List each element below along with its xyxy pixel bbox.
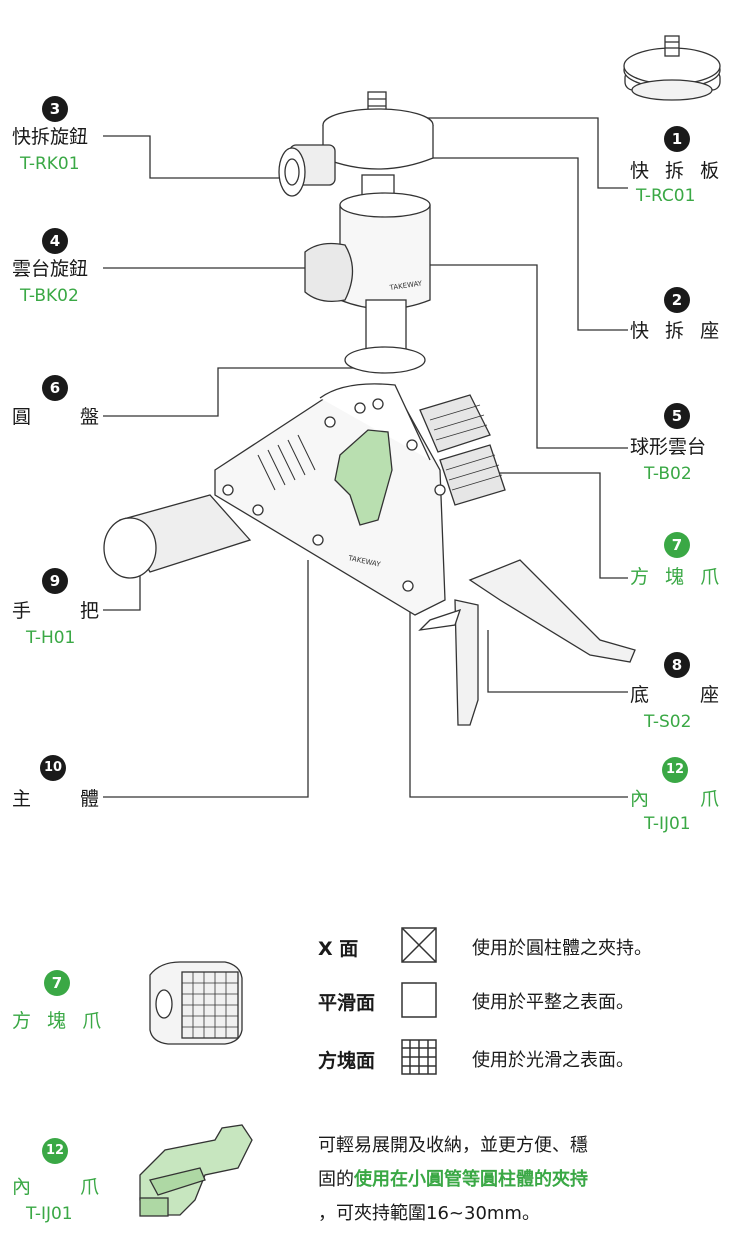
- part-number-8: 8: [664, 652, 690, 678]
- part-name-base-right: 座: [700, 684, 720, 706]
- face-desc-grid: 使用於光滑之表面。: [472, 1050, 634, 1071]
- part-number-10: 10: [40, 755, 66, 781]
- x-face-icon: [401, 927, 437, 963]
- part-code-5: T-B02: [644, 464, 692, 484]
- part-name-handle-right: 把: [80, 600, 100, 622]
- leader-line-8: [487, 630, 628, 693]
- face-desc-flat: 使用於平整之表面。: [472, 992, 634, 1013]
- grid-face-icon: [401, 1039, 437, 1075]
- part-name-square-jaw: 方 塊 爪: [630, 566, 725, 588]
- part-name-inner-jaw-left: 內: [630, 788, 650, 810]
- part-code-12: T-IJ01: [644, 814, 691, 834]
- part-number-4: 4: [42, 228, 68, 254]
- part-code-4: T-BK02: [20, 286, 79, 306]
- part-name-quick-release-plate: 快 拆 板: [630, 160, 725, 182]
- bottom-jaw7-name: 方 塊 爪: [12, 1010, 107, 1032]
- part-name-main-body-right: 體: [80, 788, 100, 810]
- part-code-3: T-RK01: [20, 154, 80, 174]
- part-number-6: 6: [42, 375, 68, 401]
- clamp-body-drawing: [103, 383, 636, 726]
- part-code-9: T-H01: [26, 628, 76, 648]
- flat-face-icon: [401, 982, 437, 1018]
- bottom-jaw7-number: 7: [44, 970, 70, 996]
- face-label-grid: 方塊面: [318, 1050, 376, 1072]
- part-name-quick-release-base: 快 拆 座: [630, 320, 725, 342]
- part-name-main-body-left: 主: [12, 788, 32, 810]
- face-label-x: X 面: [318, 938, 359, 960]
- note-line-2-highlight: 使用在小圓管等圓柱體的夾持: [354, 1169, 588, 1190]
- note-line-2-plain: 固的: [318, 1169, 354, 1190]
- leader-line-5: [420, 264, 628, 449]
- part-name-pan-knob: 雲台旋鈕: [12, 258, 89, 280]
- part-name-disc-left: 圓: [12, 406, 32, 428]
- inner-jaw-drawing: [139, 1124, 253, 1217]
- part-code-1: T-RC01: [636, 186, 696, 206]
- note-line-2: 固的使用在小圓管等圓柱體的夾持: [318, 1164, 588, 1196]
- part-name-inner-jaw-right: 爪: [700, 788, 720, 810]
- bottom-jaw12-name-left: 內: [12, 1176, 32, 1198]
- leader-line-7: [487, 472, 628, 579]
- note-line-3: ，可夾持範圍16~30mm。: [318, 1203, 540, 1224]
- part-number-1: 1: [664, 126, 690, 152]
- part-name-base-left: 底: [630, 684, 650, 706]
- leader-line-6: [103, 367, 360, 417]
- part-name-handle-left: 手: [12, 600, 32, 622]
- leader-line-1: [415, 117, 628, 189]
- part-number-5: 5: [664, 403, 690, 429]
- bottom-jaw12-code: T-IJ01: [26, 1204, 73, 1224]
- face-desc-x: 使用於圓柱體之夾持。: [472, 938, 652, 959]
- leader-line-3: [103, 135, 290, 179]
- leader-line-2: [432, 157, 628, 331]
- part-name-ball-head: 球形雲台: [630, 436, 707, 458]
- part-code-8: T-S02: [644, 712, 692, 732]
- bottom-jaw12-number: 12: [42, 1138, 68, 1164]
- square-jaw-drawing: [149, 961, 243, 1045]
- bottom-jaw12-name-right: 爪: [80, 1176, 100, 1198]
- leader-line-10: [103, 560, 309, 798]
- part-number-7: 7: [664, 532, 690, 558]
- face-label-flat: 平滑面: [318, 992, 376, 1014]
- ball-head-drawing: [278, 91, 434, 374]
- part-name-disc-right: 盤: [80, 406, 100, 428]
- note-line-1: 可輕易展開及收納，並更方便、穩: [318, 1135, 588, 1156]
- quick-release-plate-drawing: [623, 35, 721, 101]
- part-number-2: 2: [664, 287, 690, 313]
- part-number-12: 12: [662, 757, 688, 783]
- part-name-quick-release-knob: 快拆旋鈕: [12, 126, 89, 148]
- part-number-3: 3: [42, 96, 68, 122]
- part-number-9: 9: [42, 568, 68, 594]
